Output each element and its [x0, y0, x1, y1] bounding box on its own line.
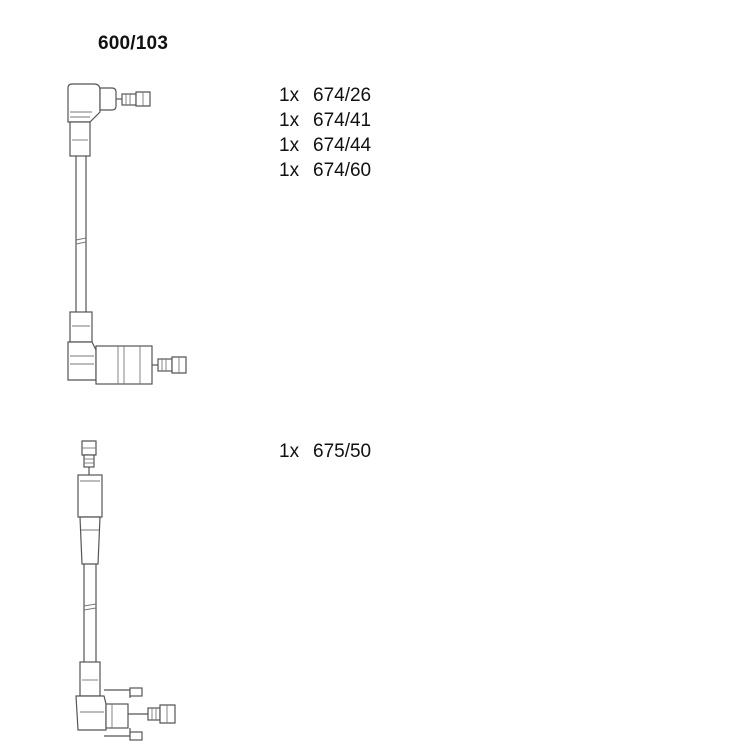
angled-plug-boot — [75, 661, 143, 741]
part-qty: 1x — [279, 160, 300, 181]
bottom-terminal — [152, 356, 187, 374]
part-code: 675/50 — [313, 441, 372, 462]
plug-terminal — [128, 704, 176, 724]
part-qty: 1x — [279, 110, 300, 131]
coil-terminal — [81, 440, 97, 475]
part-qty: 1x — [279, 441, 300, 462]
straight-boot — [77, 474, 103, 565]
top-terminal — [116, 91, 151, 107]
part-code: 674/60 — [313, 160, 372, 181]
part-code: 674/41 — [313, 110, 372, 131]
bottom-angled-boot — [67, 311, 153, 385]
upper-ignition-lead — [67, 83, 187, 385]
lower-cable — [83, 564, 97, 662]
part-code: 674/26 — [313, 85, 372, 106]
upper-cable — [75, 156, 87, 312]
part-qty: 1x — [279, 135, 300, 156]
kit-number: 600/103 — [98, 33, 169, 54]
part-code: 674/44 — [313, 135, 372, 156]
part-qty: 1x — [279, 85, 300, 106]
top-angled-boot — [67, 83, 117, 157]
lower-ignition-lead — [75, 440, 176, 741]
